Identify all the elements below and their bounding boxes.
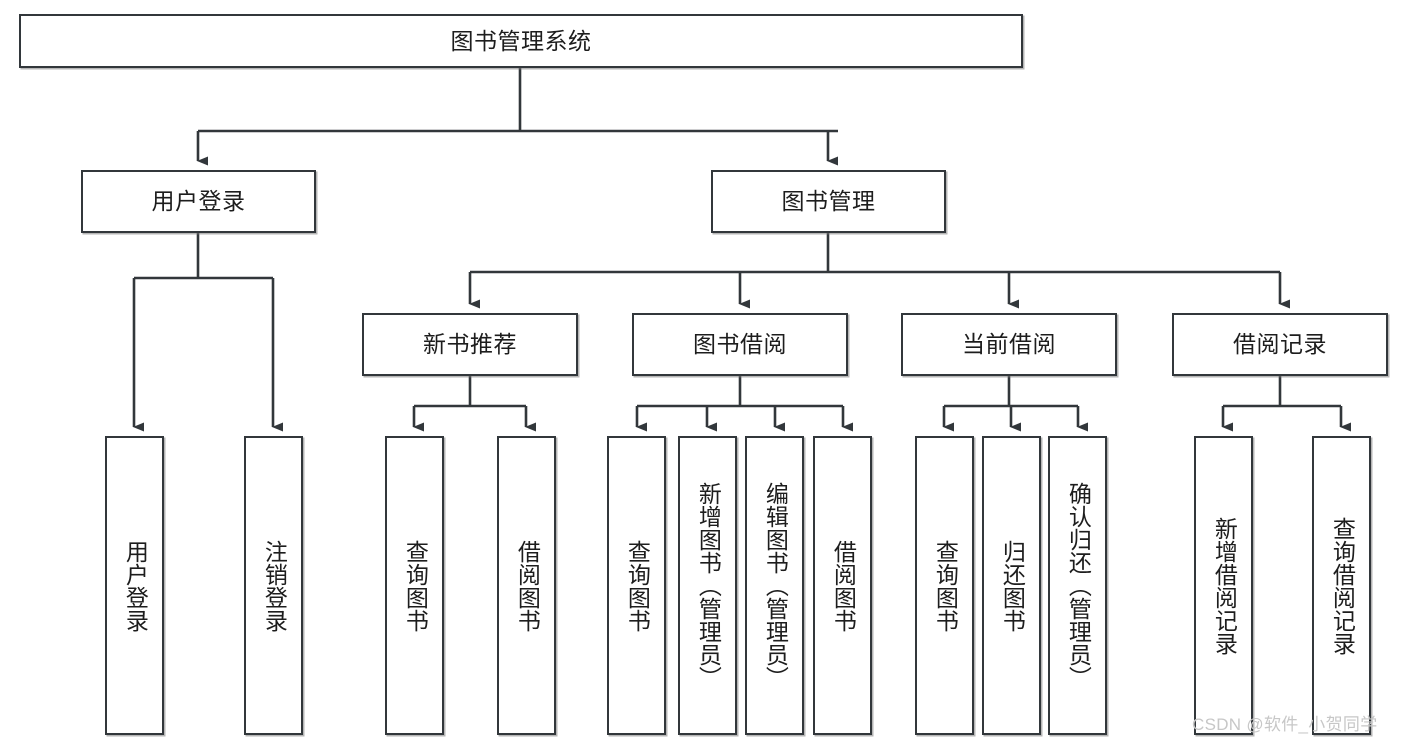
node-leaf-query-borrow-record-label: 查询借阅记录 [1329, 516, 1356, 655]
node-current-borrow-label: 当前借阅 [962, 331, 1056, 357]
node-root[interactable]: 图书管理系统 [19, 14, 1023, 68]
node-leaf-query-book-3[interactable]: 查询图书 [915, 436, 974, 735]
node-leaf-confirm-return-admin-label: 确认归还（管理员） [1065, 482, 1092, 689]
node-user-login[interactable]: 用户登录 [81, 170, 316, 233]
node-leaf-user-login[interactable]: 用户登录 [105, 436, 164, 735]
node-leaf-borrow-book-1-label: 借阅图书 [514, 539, 541, 632]
node-leaf-logout-login-label: 注销登录 [261, 539, 288, 632]
node-leaf-query-book-2-label: 查询图书 [624, 539, 651, 632]
node-book-borrow-label: 图书借阅 [693, 331, 787, 357]
node-borrow-record-label: 借阅记录 [1233, 331, 1327, 357]
node-leaf-return-book-label: 归还图书 [999, 539, 1026, 632]
node-leaf-borrow-book-2[interactable]: 借阅图书 [813, 436, 872, 735]
node-leaf-user-login-label: 用户登录 [122, 539, 149, 632]
node-borrow-record[interactable]: 借阅记录 [1172, 313, 1388, 376]
node-leaf-logout-login[interactable]: 注销登录 [244, 436, 303, 735]
node-leaf-query-book-2[interactable]: 查询图书 [607, 436, 666, 735]
node-leaf-confirm-return-admin[interactable]: 确认归还（管理员） [1048, 436, 1107, 735]
node-leaf-query-book-3-label: 查询图书 [932, 539, 959, 632]
node-leaf-edit-book-admin[interactable]: 编辑图书（管理员） [745, 436, 804, 735]
node-leaf-borrow-book-1[interactable]: 借阅图书 [497, 436, 556, 735]
node-user-login-label: 用户登录 [151, 188, 246, 214]
node-leaf-query-book-1-label: 查询图书 [402, 539, 429, 632]
node-book-manage-label: 图书管理 [781, 188, 876, 214]
node-new-book-recommend[interactable]: 新书推荐 [362, 313, 578, 376]
node-leaf-edit-book-admin-label: 编辑图书（管理员） [762, 482, 789, 689]
node-new-book-recommend-label: 新书推荐 [423, 331, 517, 357]
node-leaf-add-book-admin[interactable]: 新增图书（管理员） [678, 436, 737, 735]
node-leaf-add-borrow-record-label: 新增借阅记录 [1211, 516, 1238, 655]
node-leaf-query-book-1[interactable]: 查询图书 [385, 436, 444, 735]
node-leaf-add-borrow-record[interactable]: 新增借阅记录 [1194, 436, 1253, 735]
node-book-borrow[interactable]: 图书借阅 [632, 313, 848, 376]
node-leaf-borrow-book-2-label: 借阅图书 [830, 539, 857, 632]
node-leaf-return-book[interactable]: 归还图书 [982, 436, 1041, 735]
node-leaf-query-borrow-record[interactable]: 查询借阅记录 [1312, 436, 1371, 735]
node-book-manage[interactable]: 图书管理 [711, 170, 946, 233]
node-current-borrow[interactable]: 当前借阅 [901, 313, 1117, 376]
node-root-label: 图书管理系统 [450, 27, 592, 54]
node-leaf-add-book-admin-label: 新增图书（管理员） [695, 482, 722, 689]
